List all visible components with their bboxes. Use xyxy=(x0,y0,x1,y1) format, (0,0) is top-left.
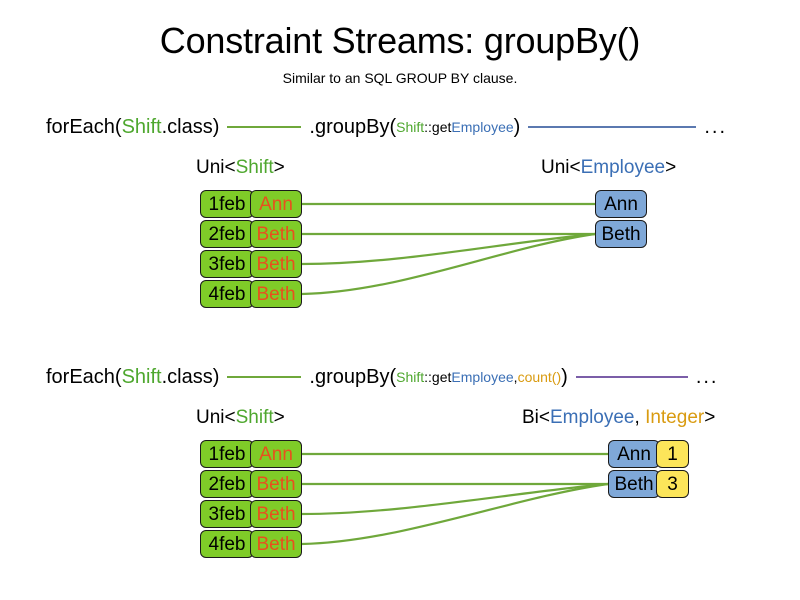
foreach-suffix: .class) xyxy=(161,115,220,138)
shift-employee: Ann xyxy=(250,440,302,468)
foreach-type: Shift xyxy=(121,115,162,138)
employee-name: Beth xyxy=(595,220,647,248)
employee-count: 3 xyxy=(656,470,689,498)
type-left-close-2: > xyxy=(273,407,285,428)
wire-shift-4-to-beth xyxy=(301,232,596,296)
type-label-left-2: Uni<Shift> xyxy=(196,407,285,429)
type-left-inner-2: Shift xyxy=(235,407,274,428)
type-right-inner-2: Employee xyxy=(550,407,635,428)
code-line-groupby-simple: forEach(Shift.class) .groupBy(Shift::get… xyxy=(46,114,727,140)
shift-employee: Beth xyxy=(250,220,302,248)
type-right-outer-2: Bi< xyxy=(522,407,550,428)
type-left-outer-1: Uni< xyxy=(196,157,236,178)
ellipsis-2: ... xyxy=(695,365,719,388)
foreach-keyword: forEach( xyxy=(46,115,122,138)
employee-row[interactable]: Beth xyxy=(595,220,647,248)
groupby-arg-prop: Employee xyxy=(451,369,514,385)
type-right-sep-2: , xyxy=(634,407,646,428)
shift-stack-1: 1feb Ann 2feb Beth 3feb Beth 4feb Beth xyxy=(200,190,302,310)
groupby-arg-ref: ::get xyxy=(424,119,452,135)
foreach-suffix: .class) xyxy=(161,365,220,388)
wire-shift-3-to-beth-count xyxy=(301,482,609,516)
shift-employee: Beth xyxy=(250,280,302,308)
shift-row[interactable]: 1feb Ann xyxy=(200,190,302,218)
shift-row[interactable]: 3feb Beth xyxy=(200,250,302,278)
shift-employee: Beth xyxy=(250,530,302,558)
employee-row[interactable]: Ann 1 xyxy=(608,440,694,468)
foreach-keyword: forEach( xyxy=(46,365,122,388)
shift-row[interactable]: 3feb Beth xyxy=(200,500,302,528)
groupby-arg-ref: ::get xyxy=(424,369,452,385)
shift-employee: Beth xyxy=(250,250,302,278)
groupby-arg-sep: , xyxy=(513,369,518,385)
groupby-close-paren: ) xyxy=(561,365,568,388)
employee-row[interactable]: Ann xyxy=(595,190,647,218)
shift-date: 1feb xyxy=(200,190,254,218)
type-right-close-2: > xyxy=(704,407,716,428)
page-title: Constraint Streams: groupBy() xyxy=(159,20,641,61)
shift-date: 3feb xyxy=(200,250,254,278)
type-left-close-1: > xyxy=(273,157,285,178)
wire-shift-4-to-beth-count xyxy=(301,482,609,546)
employee-stack-2: Ann 1 Beth 3 xyxy=(608,440,694,500)
employee-count: 1 xyxy=(656,440,689,468)
type-label-left-1: Uni<Shift> xyxy=(196,157,285,179)
shift-employee: Beth xyxy=(250,500,302,528)
type-left-inner-1: Shift xyxy=(235,157,274,178)
type-right-inner-1: Employee xyxy=(580,157,666,178)
type-right-inner2-2: Integer xyxy=(645,407,705,428)
code-line-groupby-count: forEach(Shift.class) .groupBy(Shift::get… xyxy=(46,364,718,390)
shift-date: 4feb xyxy=(200,280,254,308)
shift-date: 4feb xyxy=(200,530,254,558)
shift-employee: Beth xyxy=(250,470,302,498)
shift-date: 2feb xyxy=(200,220,254,248)
employee-stack-1: Ann Beth xyxy=(595,190,647,250)
groupby-method: .groupBy( xyxy=(309,365,397,388)
groupby-arg-class: Shift xyxy=(396,119,425,135)
connector-green-1 xyxy=(227,126,302,128)
shift-stack-2: 1feb Ann 2feb Beth 3feb Beth 4feb Beth xyxy=(200,440,302,560)
shift-date: 3feb xyxy=(200,500,254,528)
employee-name: Beth xyxy=(608,470,660,498)
wire-shift-3-to-beth xyxy=(301,232,596,266)
type-left-outer-2: Uni< xyxy=(196,407,236,428)
shift-row[interactable]: 2feb Beth xyxy=(200,220,302,248)
shift-row[interactable]: 4feb Beth xyxy=(200,530,302,558)
connector-green-2 xyxy=(227,376,302,378)
employee-row[interactable]: Beth 3 xyxy=(608,470,694,498)
page-subtitle: Similar to an SQL GROUP BY clause. xyxy=(282,70,518,86)
ellipsis-1: ... xyxy=(704,115,728,138)
shift-row[interactable]: 4feb Beth xyxy=(200,280,302,308)
groupby-close-paren: ) xyxy=(513,115,521,138)
connector-blue-1 xyxy=(528,126,697,128)
shift-date: 2feb xyxy=(200,470,254,498)
shift-row[interactable]: 1feb Ann xyxy=(200,440,302,468)
type-label-right-2: Bi<Employee, Integer> xyxy=(522,407,715,429)
type-right-outer-1: Uni< xyxy=(541,157,581,178)
connector-purple-2 xyxy=(575,376,688,378)
type-right-close-1: > xyxy=(665,157,677,178)
shift-row[interactable]: 2feb Beth xyxy=(200,470,302,498)
groupby-method: .groupBy( xyxy=(309,115,397,138)
groupby-arg-collector: count() xyxy=(517,369,562,385)
foreach-type: Shift xyxy=(121,365,162,388)
groupby-arg-class: Shift xyxy=(396,369,425,385)
shift-employee: Ann xyxy=(250,190,302,218)
shift-date: 1feb xyxy=(200,440,254,468)
groupby-arg-prop: Employee xyxy=(451,119,514,135)
type-label-right-1: Uni<Employee> xyxy=(541,157,676,179)
employee-name: Ann xyxy=(608,440,660,468)
employee-name: Ann xyxy=(595,190,647,218)
